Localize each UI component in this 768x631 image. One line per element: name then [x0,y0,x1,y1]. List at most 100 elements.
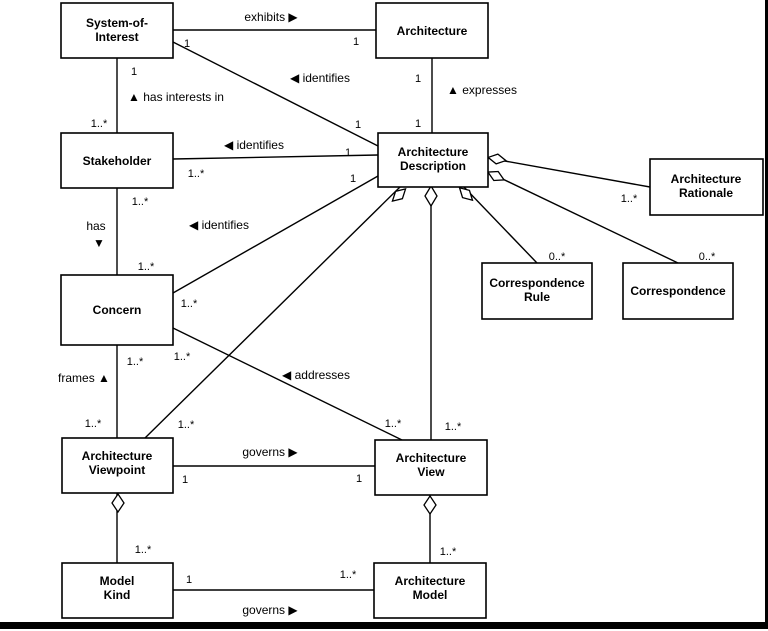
mult-expresses-ad: 1 [415,118,421,130]
edge-label-addresses: ◀ addresses [282,368,350,382]
class-label: Correspondence [489,276,585,290]
edge-soi-identifies-line [172,41,379,147]
class-label: Viewpoint [89,463,145,477]
diamond-viewpoint-modelkind-icon [111,492,125,514]
mult-addresses-concern: 1..* [174,351,191,363]
class-box-architecture-description: Architecture Description [377,132,489,188]
class-box-correspondence-rule: Correspondence Rule [481,262,593,320]
mult-has-interests-stakeholder: 1..* [91,118,108,130]
class-box-rect [622,262,734,320]
class-box-system-of-interest: System-of- Interest [60,2,174,59]
mult-ad-views: 1..* [445,421,462,433]
edge-label-has-arrow: ▼ [93,236,105,250]
class-label: Architecture [82,449,153,463]
edge-addresses-line [172,327,403,441]
class-box-rect [61,562,174,619]
edge-labels: exhibits ▶ ◀ identifies ▲ has interests … [58,10,517,617]
class-box-architecture-view: Architecture View [374,439,488,496]
class-box-architecture: Architecture [375,2,489,59]
class-box-architecture-model: Architecture Model [373,562,487,619]
class-label: Architecture [397,24,468,38]
mult-ad-correspondences: 0..* [699,251,716,263]
mult-governs-top-viewpoint: 1 [182,474,188,486]
mult-stakeholder-identifies-stakeholder: 1..* [188,168,205,180]
edge-ad-correspondence-rule-line [463,186,538,264]
edge-label-soi-identifies: ◀ identifies [290,71,350,85]
class-label: Correspondence [630,284,726,298]
edge-label-frames: frames ▲ [58,371,110,385]
class-label: Stakeholder [83,154,152,168]
class-label: View [417,465,445,479]
mult-governs-bottom-modelkind: 1 [186,574,192,586]
class-label: Kind [104,588,131,602]
edge-label-expresses: ▲ expresses [447,83,517,97]
class-label: Rationale [679,186,733,200]
diamond-ad-rationale-icon [486,153,508,165]
diamond-ad-correspondence-icon [486,170,506,182]
diamond-ad-correspondence-rule-icon [458,186,474,202]
class-box-rect [377,132,489,188]
edge-stakeholder-identifies-line [172,154,379,160]
class-label: Architecture [398,145,469,159]
class-label: Model [413,588,448,602]
diamond-view-model-icon [423,494,437,516]
edge-ad-viewpoint-line [144,186,401,439]
mult-view-models: 1..* [440,546,457,558]
class-label: Architecture [395,574,466,588]
right-edge-bar [765,0,768,629]
mult-viewpoint-modelkinds: 1..* [135,544,152,556]
mult-ad-viewpoints: 1..* [178,419,195,431]
edge-label-governs-bottom: governs ▶ [242,603,298,617]
class-box-rect [60,132,174,189]
class-box-concern: Concern [60,274,174,346]
class-box-rect [375,2,489,59]
class-box-architecture-rationale: Architecture Rationale [649,158,764,216]
class-box-rect [61,437,174,494]
edge-label-concern-identifies: ◀ identifies [189,218,249,232]
class-label: Interest [95,30,138,44]
edge-label-stakeholder-identifies: ◀ identifies [224,138,284,152]
mult-exhibits-architecture: 1 [353,36,359,48]
class-label: Concern [93,303,142,317]
mult-frames-concern: 1..* [127,356,144,368]
mult-frames-viewpoint: 1..* [85,418,102,430]
mult-expresses-architecture: 1 [415,73,421,85]
class-box-rect [60,2,174,59]
mult-addresses-view: 1..* [385,418,402,430]
class-box-correspondence: Correspondence [622,262,734,320]
class-label: Description [400,159,466,173]
mult-governs-bottom-model: 1..* [340,569,357,581]
edge-label-exhibits: exhibits ▶ [244,10,298,24]
mult-ad-rationale: 1..* [621,193,638,205]
class-box-rect [374,439,488,496]
class-label: Architecture [671,172,742,186]
class-box-rect [60,274,174,346]
edge-ad-correspondence-line [487,171,679,264]
class-label: Architecture [396,451,467,465]
edge-lines [116,29,679,591]
mult-ad-correspondence-rules: 0..* [549,251,566,263]
multiplicity-labels: 1 1 1 1 1..* 1 1 1..* 1 1..* 1..* 1..* 1… [85,36,716,586]
bottom-edge-bar [0,622,768,629]
class-box-model-kind: Model Kind [61,562,174,619]
class-label: System-of- [86,16,148,30]
mult-stakeholder-identifies-ad: 1 [345,147,351,159]
edge-ad-rationale-line [487,157,651,188]
mult-soi-identifies-ad: 1 [355,119,361,131]
mult-concern-identifies-concern: 1..* [181,298,198,310]
edge-label-has: has [86,219,105,233]
diamond-ad-viewpoint-icon [391,187,407,203]
edge-concern-identifies-line [172,175,379,294]
mult-exhibits-soi: 1 [184,38,190,50]
class-label: Model [100,574,135,588]
mult-concern-identifies-ad: 1 [350,173,356,185]
mult-has-concern: 1..* [138,261,155,273]
class-box-rect [481,262,593,320]
diamond-ad-view-icon [424,184,438,208]
class-label: Rule [524,290,550,304]
mult-has-interests-soi: 1 [131,66,137,78]
aggregation-diamonds [111,153,508,516]
edge-label-governs-top: governs ▶ [242,445,298,459]
